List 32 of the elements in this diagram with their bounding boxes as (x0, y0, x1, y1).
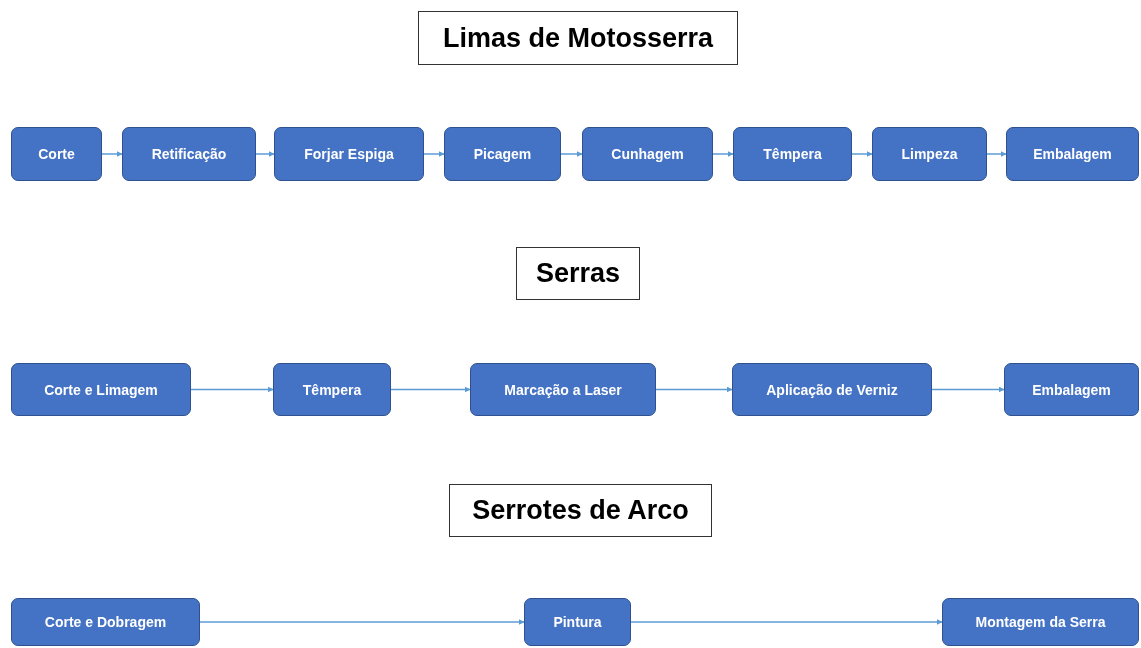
process-box: Picagem (444, 127, 561, 181)
arrow (851, 151, 873, 157)
arrow (423, 151, 445, 157)
arrow (655, 386, 733, 393)
process-box: Têmpera (273, 363, 391, 416)
process-box: Limpeza (872, 127, 987, 181)
process-box: Montagem da Serra (942, 598, 1139, 646)
arrow (560, 151, 583, 157)
process-box: Corte (11, 127, 102, 181)
process-box: Forjar Espiga (274, 127, 424, 181)
arrow (101, 151, 123, 157)
heading-box: Limas de Motosserra (418, 11, 738, 65)
arrow (931, 386, 1005, 393)
heading-box: Serras (516, 247, 640, 300)
arrow (986, 151, 1007, 157)
arrow (199, 619, 525, 625)
process-box: Corte e Dobragem (11, 598, 200, 646)
arrow (255, 151, 275, 157)
arrow (630, 619, 943, 625)
arrow (712, 151, 734, 157)
process-box: Retificação (122, 127, 256, 181)
arrow (190, 386, 274, 393)
process-box: Embalagem (1006, 127, 1139, 181)
process-box: Aplicação de Verniz (732, 363, 932, 416)
arrow (390, 386, 471, 393)
process-box: Corte e Limagem (11, 363, 191, 416)
process-box: Cunhagem (582, 127, 713, 181)
process-box: Embalagem (1004, 363, 1139, 416)
process-box: Marcação a Laser (470, 363, 656, 416)
process-box: Têmpera (733, 127, 852, 181)
heading-box: Serrotes de Arco (449, 484, 712, 537)
process-box: Pintura (524, 598, 631, 646)
